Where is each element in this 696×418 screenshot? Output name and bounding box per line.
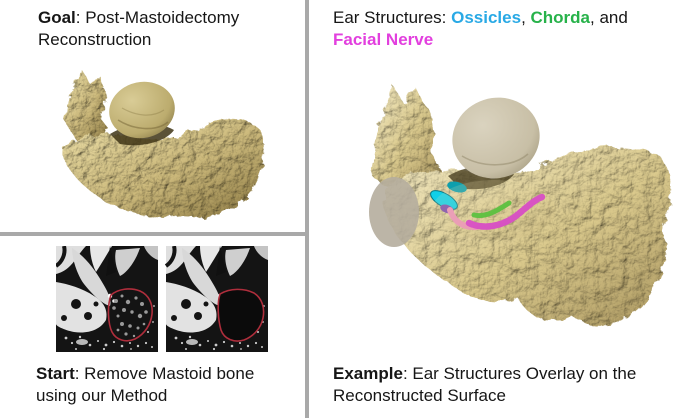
ct-slices <box>56 246 268 353</box>
chorda-label: Chorda <box>530 8 591 27</box>
bone-porous-mass <box>62 70 265 218</box>
goal-label: Goal <box>38 8 76 27</box>
goal-text-line2: Reconstruction <box>38 30 152 49</box>
example-text-line1: : Ear Structures Overlay on the <box>402 364 637 383</box>
mastoid-contour-after <box>217 288 265 342</box>
bone-dome-large <box>452 97 540 179</box>
goal-text-line1: : Post-Mastoidectomy <box>75 8 240 27</box>
example-text-line2: Reconstructed Surface <box>333 386 506 405</box>
facial-nerve-label: Facial Nerve <box>333 30 434 49</box>
ossicles-label: Ossicles <box>451 8 522 27</box>
mastoid-air-cells <box>112 294 148 338</box>
ear-structures-caption: Ear Structures: Ossicles, Chorda, and Fa… <box>333 7 683 51</box>
dome-striation <box>117 119 169 130</box>
translucent-bone-veil <box>432 180 556 240</box>
ear-comma: , <box>521 8 531 27</box>
vertical-divider <box>305 0 309 418</box>
ear-prefix: Ear Structures: <box>333 8 452 27</box>
start-text-line1: : Remove Mastoid bone <box>74 364 255 383</box>
example-caption: Example: Ear Structures Overlay on the R… <box>333 363 689 407</box>
horizontal-divider <box>0 232 309 236</box>
ear-and: , and <box>590 8 628 27</box>
bone-render-overlay <box>369 84 671 325</box>
goal-caption: Goal: Post-Mastoidectomy Reconstruction <box>38 7 294 51</box>
ct-slice-before <box>56 246 160 353</box>
start-caption: Start: Remove Mastoid bone using our Met… <box>36 363 292 407</box>
start-label: Start <box>36 364 75 383</box>
dome-striation-large <box>461 153 529 166</box>
dome-striation-2 <box>121 107 165 116</box>
ct-slice-after <box>164 246 268 353</box>
start-text-line2: using our Method <box>36 386 168 405</box>
mastoid-contour-before <box>107 288 153 342</box>
bone-render-goal <box>62 70 265 218</box>
example-label: Example <box>333 364 403 383</box>
smooth-canal-gray <box>369 177 419 247</box>
